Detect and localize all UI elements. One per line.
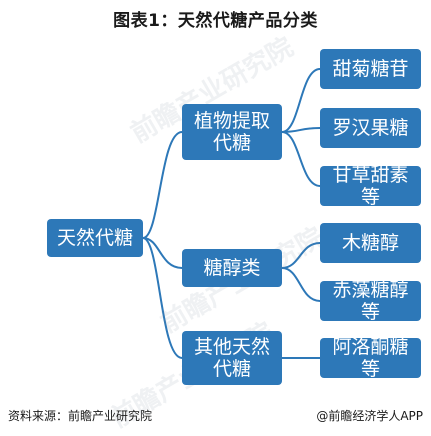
leaf-label: 阿洛酮糖等: [332, 336, 409, 380]
leaf-label: 罗汉果糖: [332, 117, 409, 139]
connector-root-cat3: [142, 237, 183, 359]
connector-root-cat2: [142, 237, 183, 269]
leaf-node-stevioside: 甜菊糖苷: [320, 49, 421, 89]
leaf-node-glycyrrhizin: 甘草甜素等: [320, 164, 421, 208]
category-label: 糖醇类: [203, 257, 261, 279]
leaf-label: 木糖醇: [341, 232, 399, 254]
category-node-other: 其他天然代糖: [182, 331, 282, 385]
credit-note: @前瞻经济学人APP: [316, 409, 423, 423]
leaf-node-mogroside: 罗汉果糖: [320, 108, 421, 148]
connector-cat2-leaf1: [281, 242, 321, 269]
leaf-label: 赤藻糖醇等: [332, 279, 409, 323]
leaf-node-allulose: 阿洛酮糖等: [320, 336, 421, 380]
root-node: 天然代糖: [47, 219, 143, 257]
source-note: 资料来源：前瞻产业研究院: [8, 409, 153, 423]
connector-root-cat1: [142, 131, 183, 239]
category-label: 其他天然代糖: [193, 336, 270, 380]
category-label: 植物提取代糖: [193, 110, 270, 154]
connector-cat1-leaf3: [281, 131, 321, 187]
root-label: 天然代糖: [56, 227, 133, 249]
leaf-label: 甜菊糖苷: [332, 58, 409, 80]
connector-cat2-leaf2: [281, 267, 321, 302]
leaf-node-erythritol: 赤藻糖醇等: [320, 279, 421, 323]
connector-cat1-leaf2: [281, 127, 321, 133]
leaf-node-xylitol: 木糖醇: [320, 223, 421, 263]
chart-title: 图表1：天然代糖产品分类: [113, 11, 318, 31]
connector-cat1-leaf1: [281, 68, 321, 133]
category-node-plant-extract: 植物提取代糖: [182, 104, 282, 160]
category-node-sugar-alcohol: 糖醇类: [182, 249, 282, 287]
leaf-label: 甘草甜素等: [332, 164, 409, 208]
